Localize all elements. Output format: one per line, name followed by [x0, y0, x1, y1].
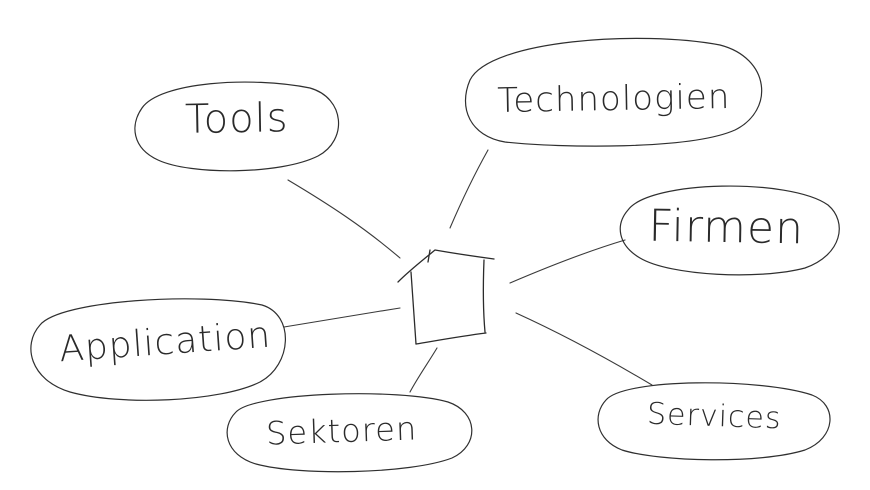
node-application: Application [30, 298, 286, 401]
node-services: Services [597, 382, 831, 461]
connector-technologien [449, 149, 489, 229]
node-tools-label: Tools [185, 95, 289, 143]
node-services-label: Services [647, 397, 783, 437]
node-application-label: Application [58, 315, 272, 371]
connector-services [515, 312, 653, 386]
node-firmen: Firmen [619, 185, 840, 276]
connector-firmen [509, 239, 626, 284]
house-icon [397, 249, 495, 345]
node-firmen-label: Firmen [648, 201, 804, 255]
connector-application [283, 307, 401, 328]
node-sektoren: Sektoren [226, 393, 473, 473]
connector-sektoren [409, 347, 438, 393]
node-technologien-label: Technologien [497, 77, 731, 121]
node-tools: Tools [134, 81, 340, 172]
connector-tools [287, 179, 401, 259]
node-sektoren-label: Sektoren [265, 409, 417, 452]
node-technologien: Technologien [465, 37, 763, 147]
